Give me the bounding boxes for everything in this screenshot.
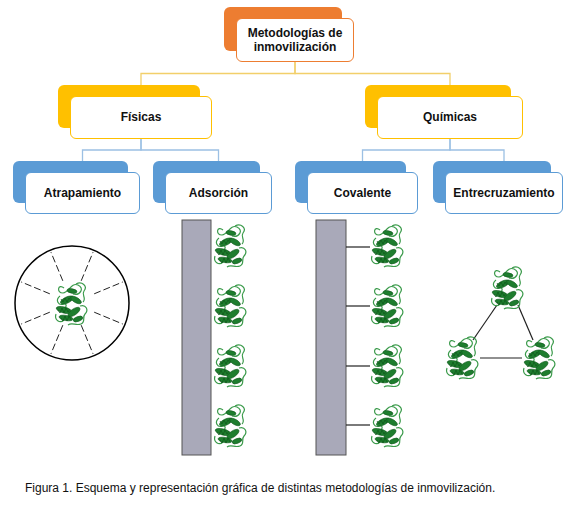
box-label: Adsorción bbox=[189, 186, 248, 200]
category-box: Metodologías de inmovilización bbox=[236, 18, 354, 62]
crosslinked-aggregate bbox=[446, 267, 554, 379]
category-box: Adsorción bbox=[165, 172, 272, 214]
box-label: Entrecruzamiento bbox=[453, 186, 554, 200]
tree-connector bbox=[141, 62, 295, 96]
category-box: Químicas bbox=[377, 96, 523, 139]
tree-connector bbox=[83, 139, 142, 172]
category-box: Atrapamiento bbox=[25, 172, 140, 214]
category-box: Entrecruzamiento bbox=[445, 172, 563, 214]
tree-connector bbox=[295, 62, 450, 96]
box-label: Físicas bbox=[121, 110, 162, 124]
box-label: Covalente bbox=[334, 186, 391, 200]
figure-caption: Figura 1. Esquema y representación gráfi… bbox=[25, 481, 565, 495]
category-box: Covalente bbox=[307, 172, 418, 214]
adsorption-support bbox=[182, 220, 246, 455]
entrapment-matrix bbox=[15, 246, 129, 360]
box-label: Atrapamiento bbox=[44, 186, 121, 200]
box-label: Metodologías de inmovilización bbox=[243, 26, 347, 55]
covalent-support bbox=[316, 220, 403, 455]
category-box: Físicas bbox=[70, 96, 212, 139]
tree-connector bbox=[363, 139, 451, 172]
tree-connector bbox=[450, 139, 504, 172]
tree-connector bbox=[141, 139, 219, 172]
box-label: Químicas bbox=[423, 110, 477, 124]
